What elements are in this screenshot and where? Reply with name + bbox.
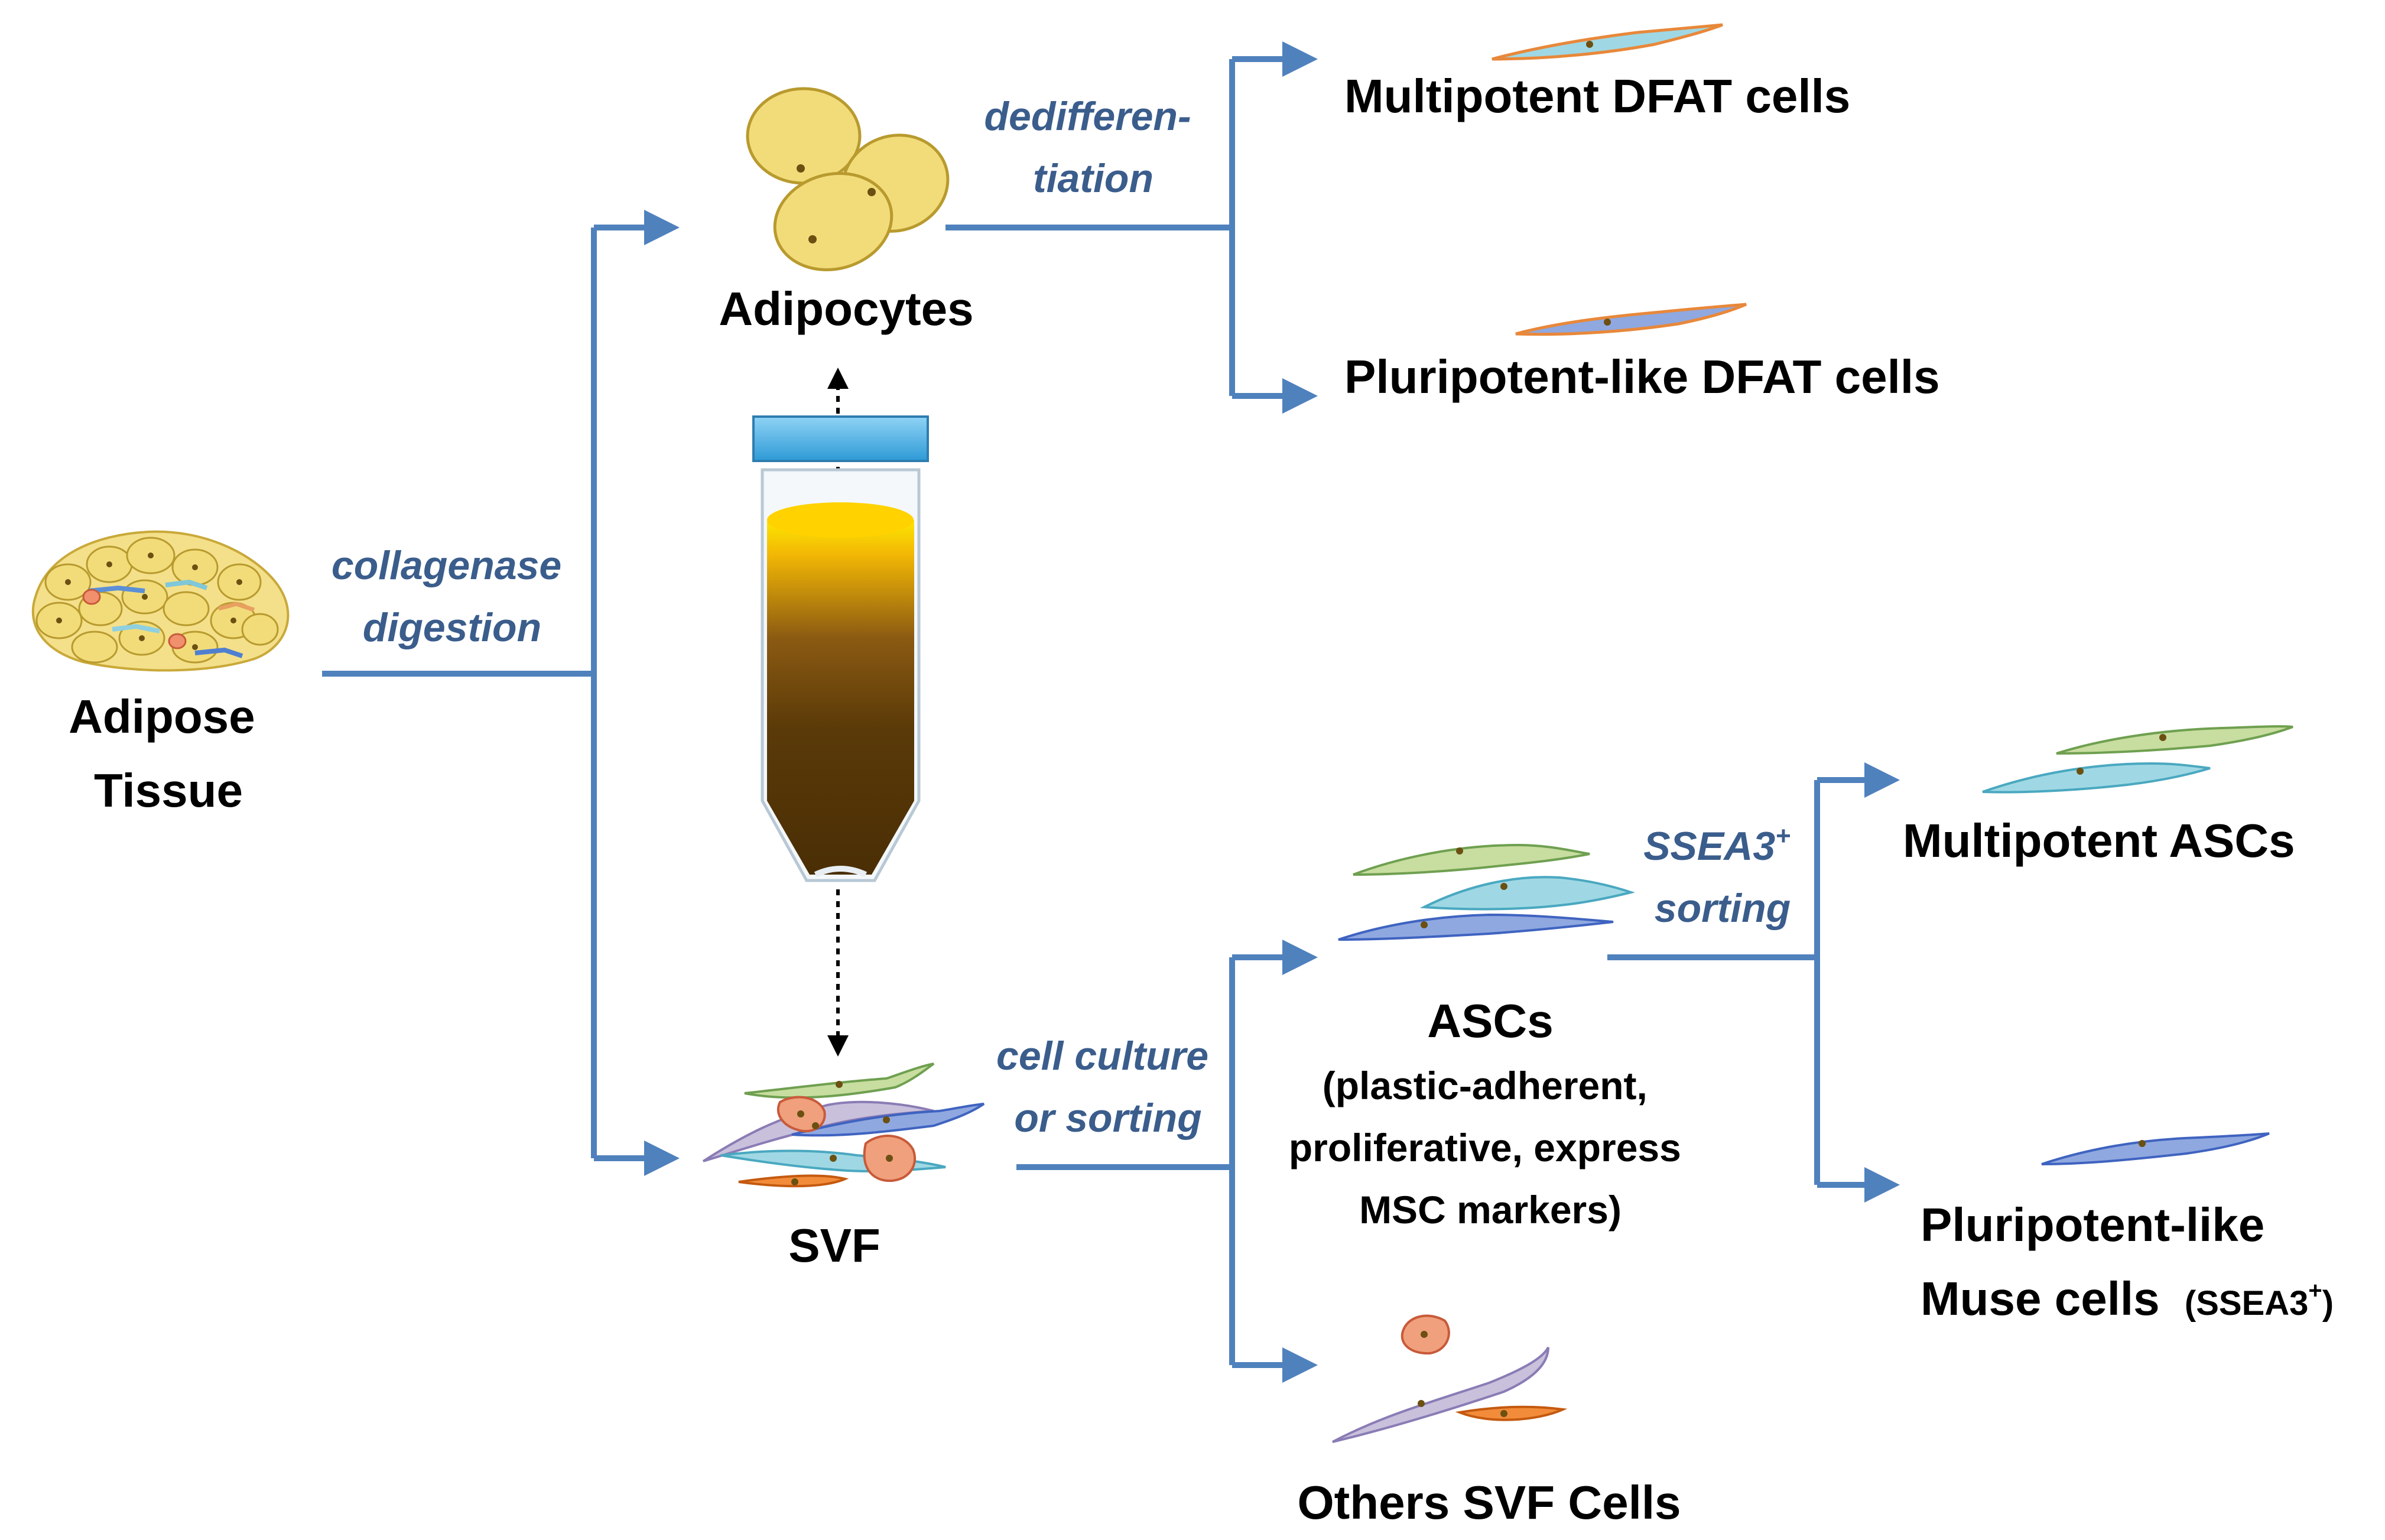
cell-culture-label: cell culture or sorting (996, 1034, 1220, 1141)
pluripotent-dfat-label: Pluripotent-like DFAT cells (1344, 350, 1940, 403)
adipose-tissue-label: Adipose Tissue (69, 690, 268, 817)
svf-label: SVF (788, 1219, 880, 1272)
dfat-cell-pluripotent-icon (1515, 303, 1747, 336)
collagenase-digestion-label: collagenase digestion (332, 543, 573, 650)
ascs-cells-icon (1338, 843, 1636, 941)
multipotent-ascs-cells-icon (1982, 725, 2293, 794)
others-svf-cells-icon (1332, 1314, 1568, 1443)
muse-label-line1: Pluripotent-like (1921, 1198, 2264, 1251)
ascs-title-label: ASCs (1427, 995, 1553, 1047)
others-svf-label: Others SVF Cells (1297, 1476, 1681, 1529)
connectors (322, 41, 1900, 1383)
ssea3-sorting-label: SSEA3+ sorting (1643, 808, 1802, 931)
adipocytes-label: Adipocytes (719, 282, 973, 335)
centrifuge-tube-icon (752, 415, 929, 882)
dedifferentiation-label: dedifferen- tiation (984, 94, 1202, 201)
muse-label-line2: Muse cells (SSEA3+) (1921, 1272, 2334, 1325)
multipotent-dfat-label: Multipotent DFAT cells (1344, 70, 1850, 122)
svf-cells-icon (702, 1063, 985, 1188)
muse-cell-icon (2041, 1132, 2270, 1165)
adipose-tissue-icon (31, 530, 290, 672)
dfat-cell-multipotent-icon (1492, 23, 1723, 61)
adipocytes-icon (746, 87, 950, 271)
ascs-description-label: (plastic-adherent, proliferative, expres… (1289, 1064, 1692, 1232)
multipotent-ascs-label: Multipotent ASCs (1903, 814, 2295, 867)
